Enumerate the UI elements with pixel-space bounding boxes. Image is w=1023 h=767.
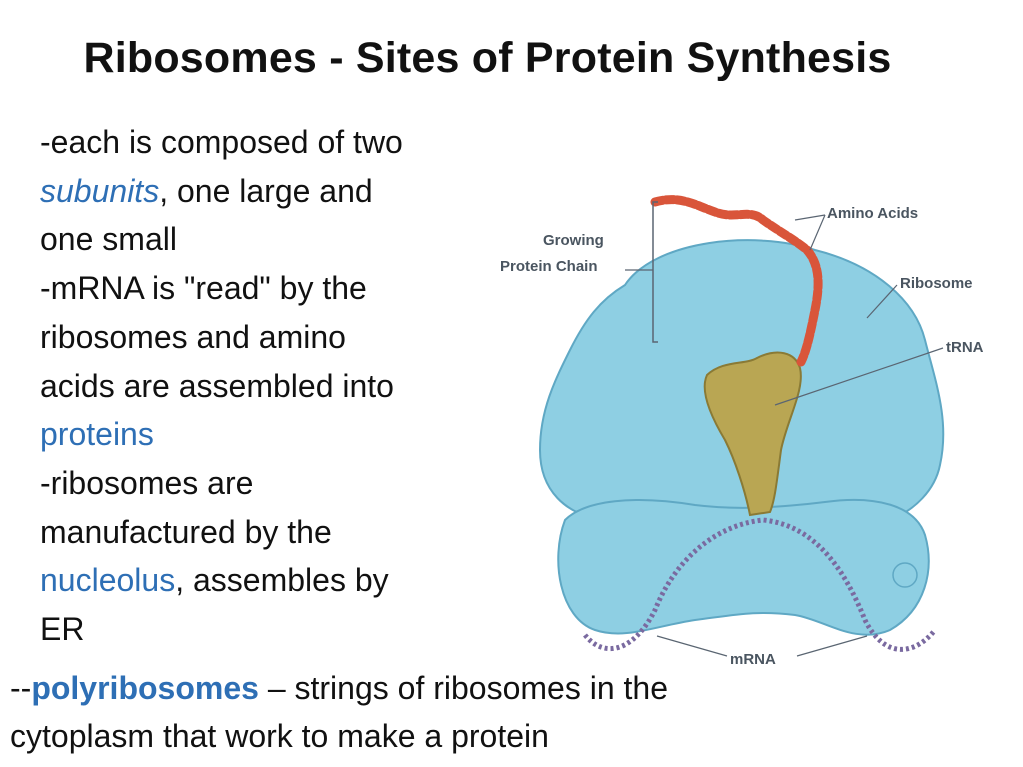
nucleolus-term: nucleolus	[40, 562, 176, 599]
polyribosomes-note: --polyribosomes – strings of ribosomes i…	[10, 664, 1010, 760]
mrna-label: mRNA	[730, 651, 776, 668]
polyribosomes-term: polyribosomes	[31, 670, 259, 706]
amino-acids-pointer-2	[809, 214, 826, 251]
bullet-3-line-3: nucleolus, assembles by	[40, 556, 510, 605]
subunits-term: subunits	[40, 172, 160, 209]
mrna-pointer-right	[796, 635, 868, 657]
ribosome-pointer	[866, 284, 898, 319]
footer-line-2: cytoplasm that work to make a protein	[10, 718, 549, 754]
bullet-2-line-1: -mRNA is "read" by the	[40, 270, 367, 307]
footer-line-1: --polyribosomes – strings of ribosomes i…	[10, 664, 1010, 712]
ribosome-label: Ribosome	[900, 275, 973, 292]
bullet-3-line-1: -ribosomes are	[40, 464, 254, 501]
growing-chain-bracket	[652, 201, 658, 343]
bullet-text-block: -each is composed of two subunits, one l…	[40, 118, 510, 654]
growing-label-line-2: Protein Chain	[500, 258, 598, 275]
bullet-1-line-1: -each is composed of two	[40, 124, 403, 160]
amino-acids-label: Amino Acids	[827, 205, 918, 222]
bullet-2-line-2: ribosomes and amino	[40, 318, 346, 355]
mrna-strand	[583, 517, 937, 652]
small-subunit	[557, 498, 930, 636]
bullet-3-line-4: ER	[40, 611, 85, 648]
trna-molecule	[703, 351, 802, 517]
bullet-1-line-3: one small	[40, 221, 177, 258]
slide-title: Ribosomes - Sites of Protein Synthesis	[83, 34, 892, 82]
proteins-term: proteins	[40, 416, 154, 453]
ribosome-surface-mark	[892, 562, 918, 588]
bullet-1-line-2: subunits, one large and	[40, 167, 510, 216]
amino-acids-pointer	[794, 214, 826, 221]
trna-label: tRNA	[946, 339, 984, 356]
bullet-2-line-3: acids are assembled into	[40, 367, 394, 404]
bullet-1-line-2-rest: , one large and	[159, 172, 373, 209]
trna-pointer	[774, 347, 944, 406]
amino-acid-chain	[650, 195, 823, 367]
ribosome-diagram: Growing Protein Chain Amino Acids Riboso…	[500, 195, 984, 668]
bullet-3-line-2: manufactured by the	[40, 513, 332, 550]
mrna-pointer-left	[656, 635, 728, 657]
footer-prefix: --	[10, 670, 32, 706]
growing-label-line-1: Growing	[543, 232, 604, 249]
bullet-3-line-3-rest: , assembles by	[175, 562, 389, 599]
footer-line-1-rest: – strings of ribosomes in the	[258, 670, 668, 706]
